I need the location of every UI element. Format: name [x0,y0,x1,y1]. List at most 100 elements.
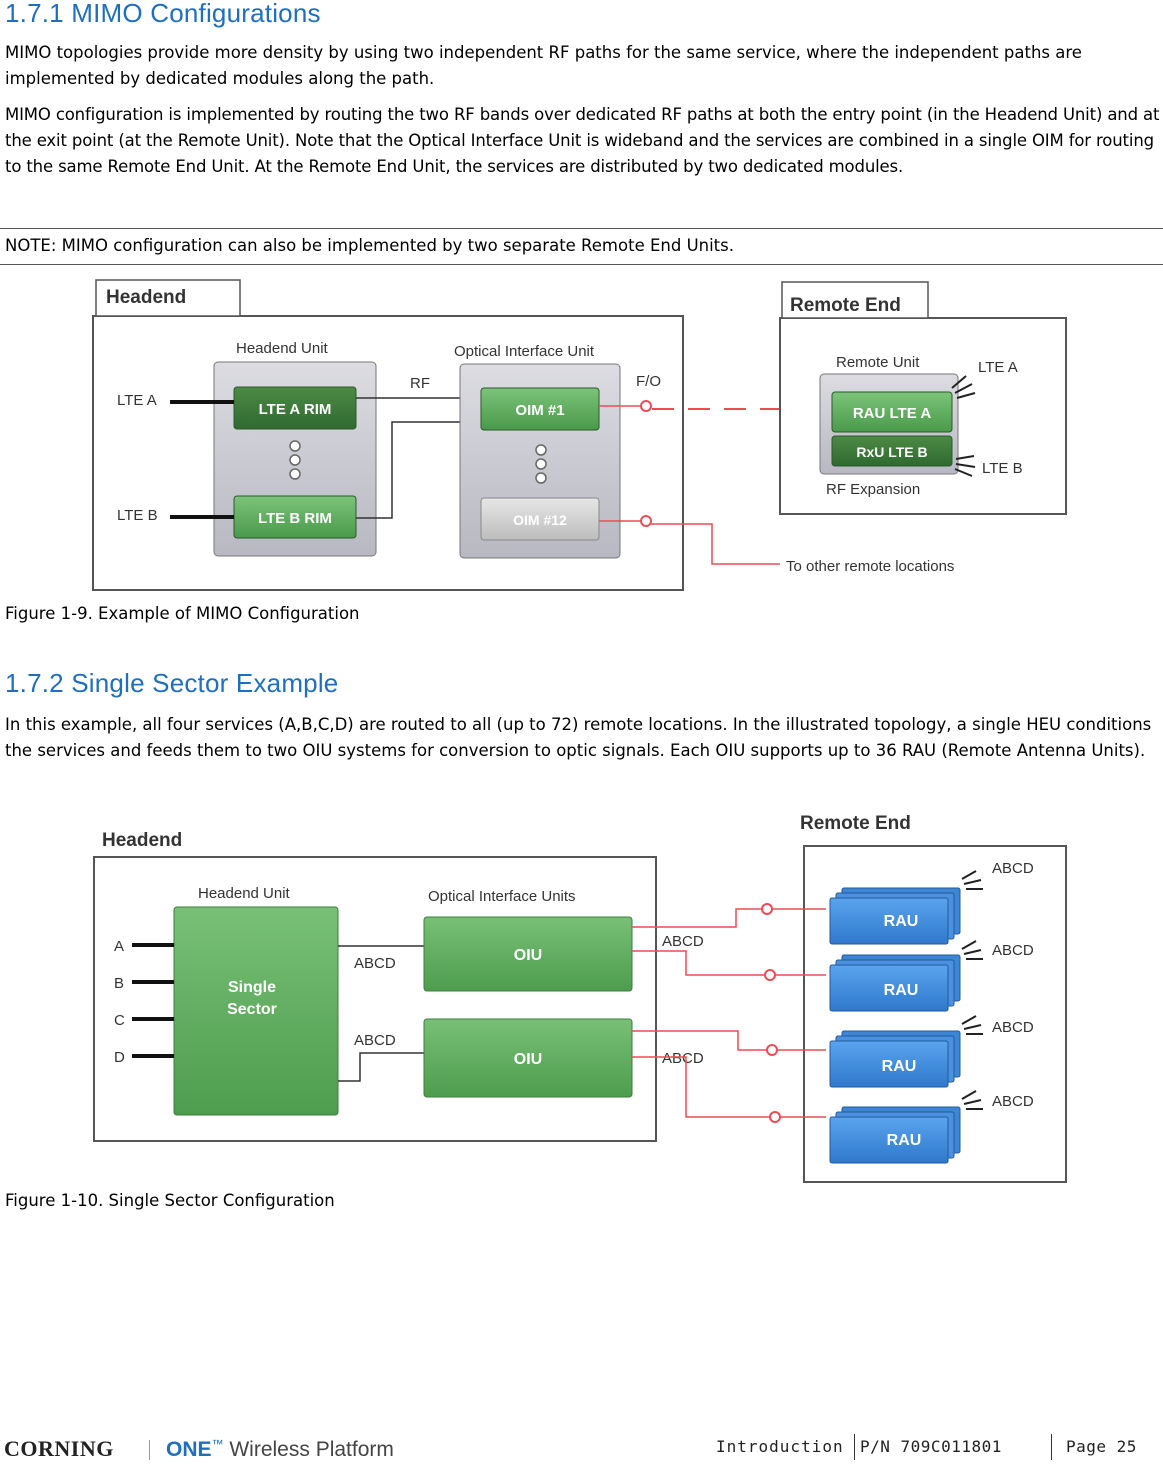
footer-section: Introduction [716,1437,844,1456]
lte-a-rim-label: LTE A RIM [259,401,332,418]
rau-stack-3: RAU [829,1030,961,1088]
fiber-connector [640,515,652,527]
heu-oiu2-line [338,1052,424,1082]
abcd-label-3: ABCD [662,933,704,950]
oiu-2 [423,1018,633,1098]
input-label-b: B [114,975,124,992]
antenna-icon [961,940,983,960]
fiber-line-3 [632,1030,826,1051]
single-sector-paragraph: In this example, all four services (A,B,… [5,715,1152,760]
note-top-rule [0,228,1163,229]
rau-4-label: RAU [887,1132,922,1149]
oiu-1 [423,916,633,992]
fiber-connector [764,969,776,981]
input-label-d: D [114,1049,125,1066]
rxu-lte-b-label: RxU LTE B [856,444,927,460]
mimo-paragraph-1: MIMO topologies provide more density by … [5,43,1082,88]
product-one: ONE [166,1438,212,1461]
product-rest: Wireless Platform [223,1438,394,1461]
footer-divider [1051,1434,1052,1460]
single-sector-figure: Headend Remote End Headend Unit Single S… [93,813,1067,1183]
note-bottom-rule [0,264,1163,265]
abcd-label-1: ABCD [354,955,396,972]
fiber-line-1 [632,908,826,928]
oiu-1-label: OIU [514,947,542,964]
fiber-other-remote [651,523,780,565]
mimo-note: NOTE: MIMO configuration can also be imp… [5,236,734,255]
rf-line-b [356,421,483,519]
other-remote-label: To other remote locations [786,558,954,575]
figure-1-9-caption: Figure 1-9. Example of MIMO Configuratio… [5,604,360,623]
rau-1-label: RAU [884,913,919,930]
oim-12-label: OIM #12 [513,512,567,528]
corning-logo: CORNING [4,1436,114,1461]
single-sector-module [173,906,339,1116]
section-heading-single-sector: 1.7.2 Single Sector Example [5,668,339,698]
headend-tab-label: Headend [106,287,186,308]
headend-label: Headend [102,830,182,851]
abcd-label-4: ABCD [662,1050,704,1067]
headend-unit-label: Headend Unit [198,885,291,902]
ellipsis-dot [289,454,301,466]
fiber-connector [761,903,773,915]
section-heading-mimo: 1.7.1 MIMO Configurations [5,0,321,28]
lte-b-input-label: LTE B [117,507,158,524]
oim-12 [480,497,600,541]
headend-unit-label: Headend Unit [236,340,329,357]
rau-2-label: RAU [884,982,919,999]
logo-divider [149,1440,150,1460]
figure-1-10-caption: Figure 1-10. Single Sector Configuration [5,1191,335,1210]
rau-4-services: ABCD [992,1093,1034,1110]
ellipsis-dot [535,444,547,456]
lte-b-rim-label: LTE B RIM [258,510,332,527]
oiu-2-label: OIU [514,1051,542,1068]
headend-tab [95,279,241,317]
rau-3-label: RAU [882,1058,917,1075]
antenna-icon [951,375,976,399]
footer-divider [854,1434,855,1460]
rxu-lte-b [831,435,953,467]
product-logo: ONE™ Wireless Platform [166,1437,394,1462]
oim-1-label: OIM #1 [515,402,564,419]
rau-stack-1: RAU [829,887,961,945]
lte-a-input-label: LTE A [117,392,157,409]
ellipsis-dot [289,468,301,480]
fiber-connector [769,1111,781,1123]
ellipsis-dot [535,458,547,470]
mimo-paragraph-2: MIMO configuration is implemented by rou… [5,105,1160,176]
antenna-icon [961,1090,983,1110]
fiber-line-2 [632,950,826,976]
input-label-a: A [114,938,124,955]
antenna-icon [961,870,983,890]
oim-1 [480,387,600,431]
input-label-c: C [114,1012,125,1029]
rau-stack-2: RAU [829,954,961,1012]
oiu-label: Optical Interface Units [428,888,576,905]
lte-a-rim [233,386,357,430]
lte-b-output-label: LTE B [982,460,1023,477]
rau-3-services: ABCD [992,1019,1034,1036]
rf-label: RF [410,375,430,392]
fo-label: F/O [636,373,661,390]
single-sector-label-line2: Sector [227,1001,277,1018]
single-sector-label-line1: Single [228,979,276,996]
antenna-icon [961,1015,983,1035]
ellipsis-dot [289,440,301,452]
footer-page-number: Page 25 [1066,1437,1137,1456]
fiber-line-4 [632,1056,826,1118]
rf-expansion-label: RF Expansion [826,481,920,498]
page-footer: CORNING ONE™ Wireless Platform Introduct… [0,1432,1163,1464]
rau-2-services: ABCD [992,942,1034,959]
remote-end-tab-label: Remote End [790,295,901,316]
rau-lte-a [831,391,953,433]
remote-end-label: Remote End [800,813,911,834]
product-tm: ™ [211,1437,224,1451]
ellipsis-dot [535,472,547,484]
rau-stack-4: RAU [829,1106,961,1164]
lte-a-output-label: LTE A [978,359,1018,376]
fiber-connector [766,1044,778,1056]
footer-part-number: P/N 709C011801 [860,1437,1002,1456]
remote-unit-label: Remote Unit [836,354,920,371]
abcd-label-2: ABCD [354,1032,396,1049]
rau-1-services: ABCD [992,860,1034,877]
